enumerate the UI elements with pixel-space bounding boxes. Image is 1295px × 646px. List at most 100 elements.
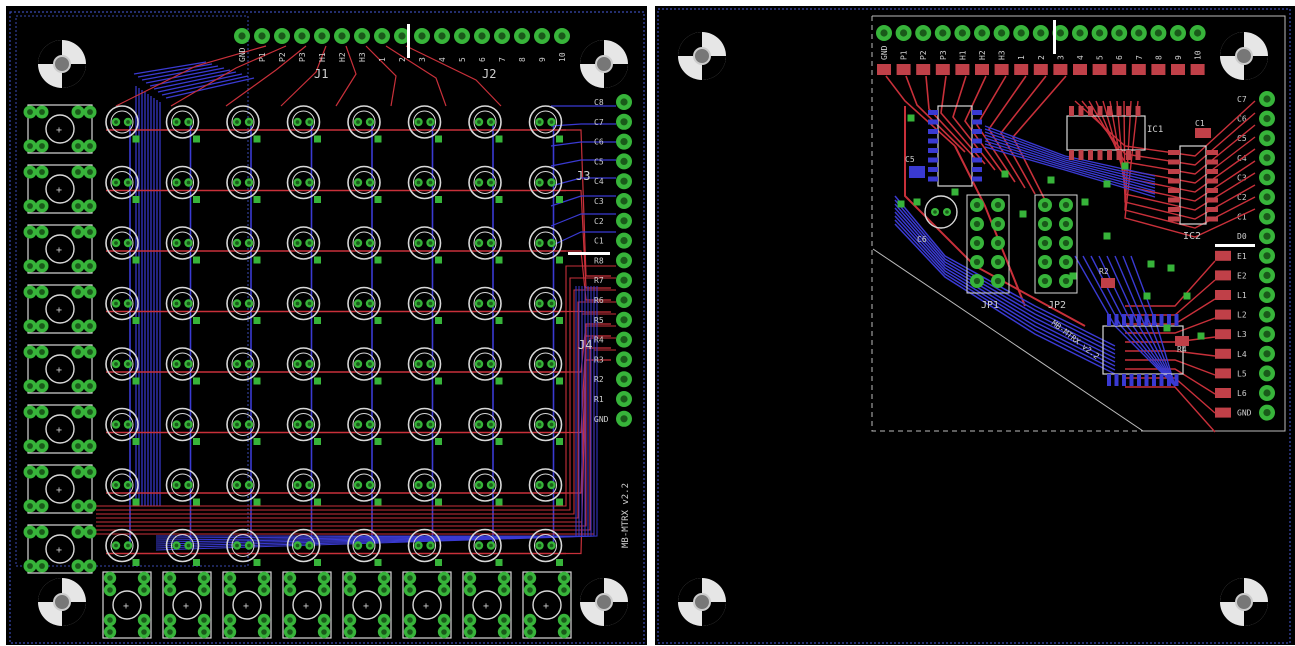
connector-label: J2 xyxy=(482,67,496,81)
led xyxy=(407,347,442,381)
button-actuator xyxy=(412,590,442,620)
via xyxy=(1183,292,1191,300)
smd-pad xyxy=(1131,64,1146,75)
pad-drill xyxy=(368,241,372,245)
via xyxy=(193,498,200,506)
via xyxy=(132,196,140,203)
led-inner xyxy=(473,171,497,194)
trace xyxy=(405,45,502,107)
pad-drill xyxy=(87,143,93,149)
trace xyxy=(550,141,616,147)
hole-drill xyxy=(1235,47,1253,65)
soic-chip xyxy=(928,105,982,187)
pad-drill xyxy=(477,241,481,245)
pad-drill xyxy=(428,180,433,185)
board-version-label: MB-MTRX v2.2 xyxy=(621,483,631,548)
trace xyxy=(1095,100,1256,184)
pad-drill xyxy=(1041,220,1049,228)
smd-pad xyxy=(972,119,982,125)
pad-drill xyxy=(994,220,1002,228)
pad-drill xyxy=(227,575,233,581)
header-pin-label: 10 xyxy=(558,52,567,62)
pad-drill xyxy=(620,217,628,225)
led-inner xyxy=(534,352,557,376)
smd-pad xyxy=(1129,314,1134,326)
pad-drill xyxy=(561,617,567,623)
header-pin-label: C5 xyxy=(594,157,604,166)
header-pin-label: 3 xyxy=(418,57,427,62)
pad-drill xyxy=(75,563,81,569)
via xyxy=(374,377,382,385)
header-pin-label: 1 xyxy=(1017,55,1026,60)
via xyxy=(314,256,321,264)
pad-drill xyxy=(75,289,81,295)
pad-drill xyxy=(295,301,300,306)
smd-pad xyxy=(1151,64,1166,75)
pad-drill xyxy=(186,180,191,185)
via xyxy=(907,114,915,122)
header-divider xyxy=(568,252,610,255)
pad-drill xyxy=(919,29,927,37)
pad-drill xyxy=(538,32,546,40)
pad-drill xyxy=(27,349,33,355)
smd-pad xyxy=(1152,374,1156,386)
led xyxy=(226,468,260,502)
keepout-outline xyxy=(871,16,1143,432)
pad-drill xyxy=(287,617,293,623)
pad-drill xyxy=(1263,252,1271,260)
header-pin-label: R7 xyxy=(594,276,604,285)
smd-pad xyxy=(1033,64,1048,75)
tactile-button: + xyxy=(282,571,332,639)
pad-drill xyxy=(416,422,421,427)
pad-drill xyxy=(75,409,81,415)
via xyxy=(556,498,563,506)
pad-drill xyxy=(428,301,433,306)
trace xyxy=(984,146,1156,198)
led-inner xyxy=(413,534,436,557)
header-pin-label: L4 xyxy=(1237,350,1247,359)
tactile-button: + xyxy=(342,571,392,639)
smd-pad xyxy=(972,167,982,172)
pad-drill xyxy=(527,587,533,593)
led-inner xyxy=(352,292,376,315)
via xyxy=(1163,324,1171,332)
pad-drill xyxy=(39,323,45,329)
component-label: C1 xyxy=(1195,119,1205,128)
pad-drill xyxy=(994,277,1002,285)
pad-drill xyxy=(75,263,81,269)
via xyxy=(1167,264,1175,272)
via xyxy=(314,317,321,324)
smd-pad xyxy=(1114,374,1119,386)
via xyxy=(1081,198,1089,206)
pad-drill xyxy=(416,483,421,487)
smd-pad xyxy=(1159,374,1164,386)
smd-pad xyxy=(896,64,911,75)
led xyxy=(165,528,200,563)
pad-drill xyxy=(235,180,239,185)
led xyxy=(407,528,442,563)
capacitor-c6 xyxy=(924,195,958,229)
pad-drill xyxy=(126,362,130,366)
via xyxy=(253,377,261,385)
trace xyxy=(1125,359,1216,376)
mounting-hole-icon xyxy=(580,578,628,626)
tactile-button: + xyxy=(522,571,572,639)
pad-drill xyxy=(498,32,506,40)
trace xyxy=(988,75,1027,189)
led-outline xyxy=(528,528,563,563)
led xyxy=(468,528,502,563)
tactile-button: + xyxy=(23,224,97,274)
pad-drill xyxy=(307,241,312,245)
via xyxy=(253,317,261,324)
pad-drill xyxy=(201,629,207,635)
hole-drill xyxy=(693,47,711,65)
via xyxy=(556,135,563,143)
pad-drill xyxy=(1263,409,1271,417)
via xyxy=(1143,292,1151,300)
led xyxy=(105,528,139,563)
led-outline xyxy=(347,528,381,563)
via xyxy=(253,438,261,445)
pad-drill xyxy=(141,575,147,581)
via xyxy=(556,317,563,324)
button-actuator xyxy=(352,590,382,620)
